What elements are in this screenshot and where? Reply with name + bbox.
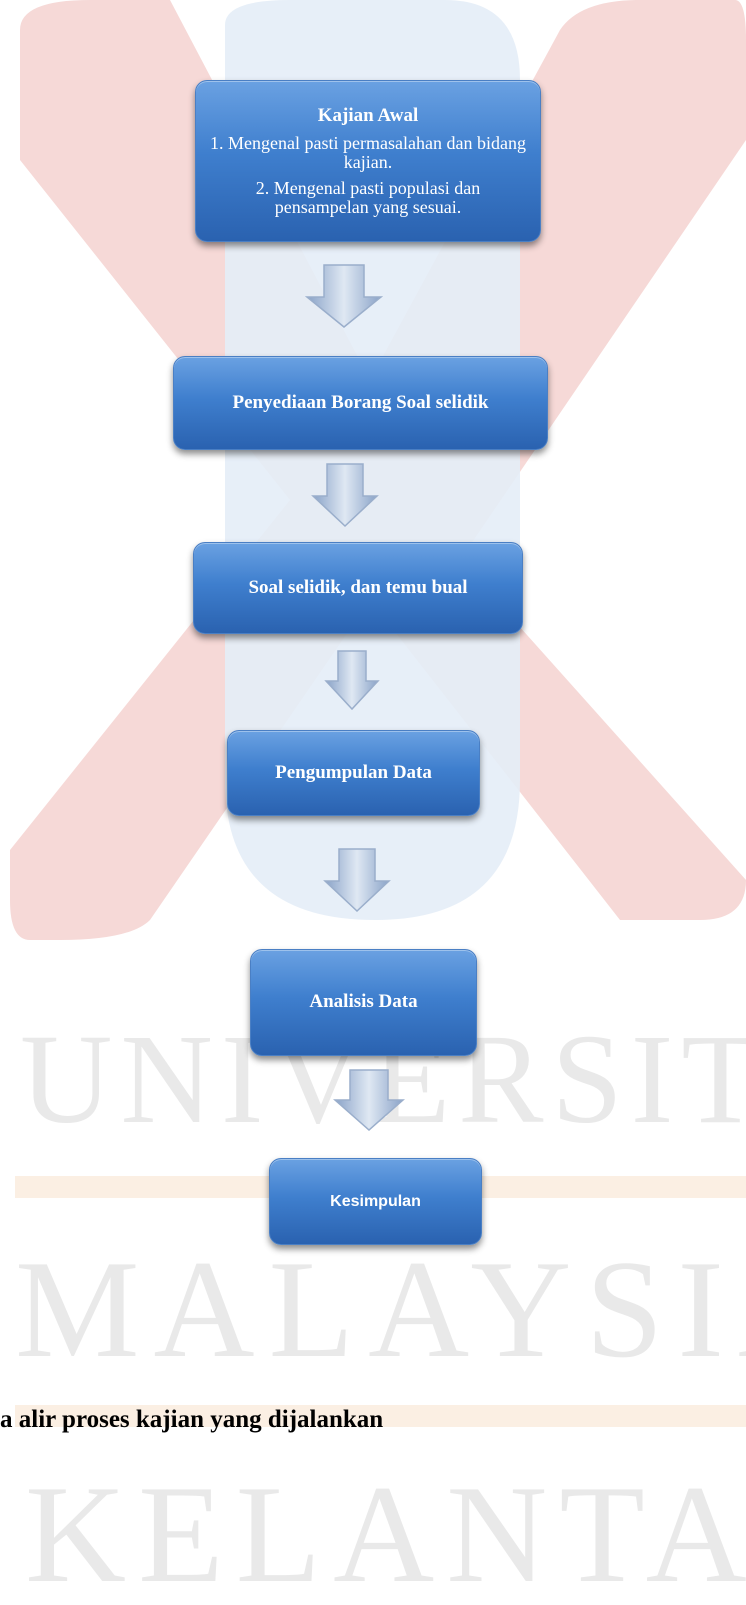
watermark-stripe-2 [15, 1405, 746, 1427]
down-arrow-icon [324, 650, 380, 711]
step-title: Penyediaan Borang Soal selidik [232, 391, 489, 413]
step-title: Pengumpulan Data [275, 761, 432, 783]
down-arrow-icon [333, 1069, 405, 1132]
step-penyediaan-borang: Penyediaan Borang Soal selidik [173, 356, 548, 450]
down-arrow-icon [323, 848, 391, 913]
step-kesimpulan: Kesimpulan [269, 1158, 482, 1245]
step-pengumpulan-data: Pengumpulan Data [227, 730, 480, 816]
step-soal-selidik: Soal selidik, dan temu bual [193, 542, 523, 634]
step-kajian-awal: Kajian Awal 1. Mengenal pasti permasalah… [195, 80, 541, 242]
down-arrow-icon [305, 264, 383, 328]
step-point-2: 2. Mengenal pasti populasi dan pensampel… [255, 178, 481, 218]
step-point-1: 1. Mengenal pasti permasalahan dan bidan… [210, 132, 526, 172]
watermark-word-malaysia: MALAYSIA [15, 1240, 746, 1380]
step-title: Analisis Data [309, 991, 418, 1013]
step-title: Kesimpulan [330, 1192, 421, 1210]
down-arrow-icon [311, 463, 379, 528]
step-title: Kajian Awal [317, 104, 419, 126]
figure-caption: a alir proses kajian yang dijalankan [0, 1406, 384, 1433]
watermark-word-kelantan: KELANTAN [25, 1465, 746, 1605]
step-title: Soal selidik, dan temu bual [248, 576, 468, 598]
step-analisis-data: Analisis Data [250, 949, 477, 1056]
